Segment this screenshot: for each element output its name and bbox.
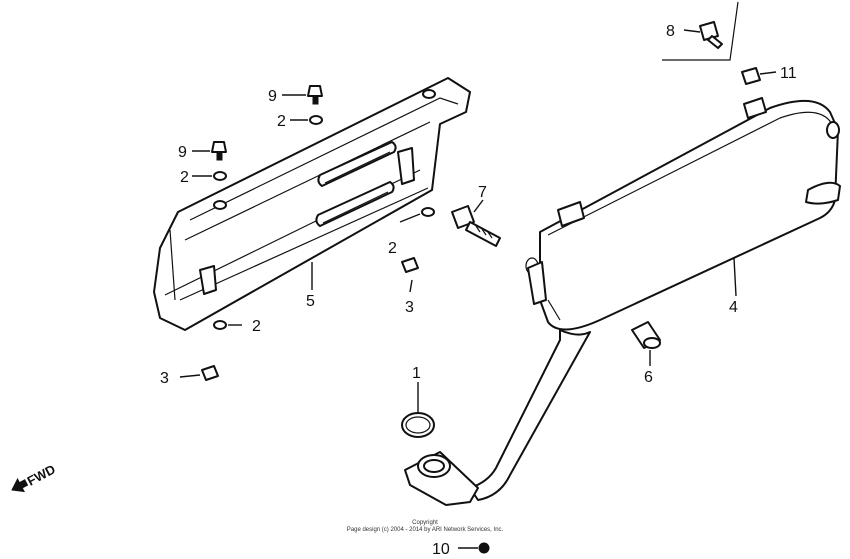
- leader-8: [683, 29, 701, 33]
- callout-7: 7: [478, 184, 487, 201]
- copyright-line-1: Copyright: [412, 520, 438, 526]
- collar-part-6[interactable]: [631, 321, 661, 349]
- callout-8: 8: [666, 23, 675, 40]
- nut-part-10[interactable]: [478, 542, 490, 554]
- washer-part-2-a[interactable]: [309, 115, 323, 125]
- leader-7: [473, 199, 484, 213]
- callout-5: 5: [306, 293, 315, 310]
- washer-part-2-c[interactable]: [421, 207, 435, 217]
- callout-10: 10: [432, 541, 450, 558]
- callout-6: 6: [644, 369, 653, 386]
- rubber-part-3-a[interactable]: [401, 257, 419, 273]
- copyright-notice: Copyright Page design (c) 2004 - 2014 by…: [0, 520, 850, 534]
- callout-9-upper: 9: [268, 88, 277, 105]
- callout-1: 1: [412, 365, 421, 382]
- callout-4: 4: [729, 299, 738, 316]
- fwd-indicator: FWD: [11, 461, 58, 493]
- copyright-line-2: Page design (c) 2004 - 2014 by ARI Netwo…: [346, 527, 504, 533]
- bolt-part-7[interactable]: [451, 205, 501, 247]
- exhaust-pipe[interactable]: [404, 329, 591, 506]
- callout-3-middle: 3: [405, 299, 414, 316]
- leader-3b: [179, 374, 201, 378]
- bolt-part-8[interactable]: [699, 21, 723, 49]
- washer-part-2-b[interactable]: [213, 171, 227, 181]
- bolt-part-9-lower[interactable]: [211, 141, 227, 161]
- fwd-arrow-icon: [11, 478, 29, 493]
- callout-2-lower: 2: [252, 318, 261, 335]
- callout-2-middle: 2: [388, 240, 397, 257]
- rubber-part-3-b[interactable]: [201, 365, 219, 381]
- callout-9-lower: 9: [178, 144, 187, 161]
- frame-corner: [662, 1, 739, 61]
- muffler-part-4[interactable]: [525, 97, 841, 331]
- callout-2-upper: 2: [277, 113, 286, 130]
- leader-3a: [409, 279, 413, 293]
- washer-part-2-d[interactable]: [213, 320, 227, 330]
- leader-4: [733, 257, 737, 297]
- leader-11: [759, 71, 777, 75]
- leader-2c: [399, 213, 421, 223]
- nut-part-11[interactable]: [741, 67, 761, 85]
- bolt-part-9-upper[interactable]: [307, 85, 323, 105]
- callout-3-lower: 3: [160, 370, 169, 387]
- heat-shield-part-5[interactable]: [153, 77, 471, 331]
- callout-2-left: 2: [180, 169, 189, 186]
- fwd-label: FWD: [25, 461, 58, 488]
- callout-11: 11: [780, 65, 797, 82]
- gasket-inner: [405, 416, 431, 434]
